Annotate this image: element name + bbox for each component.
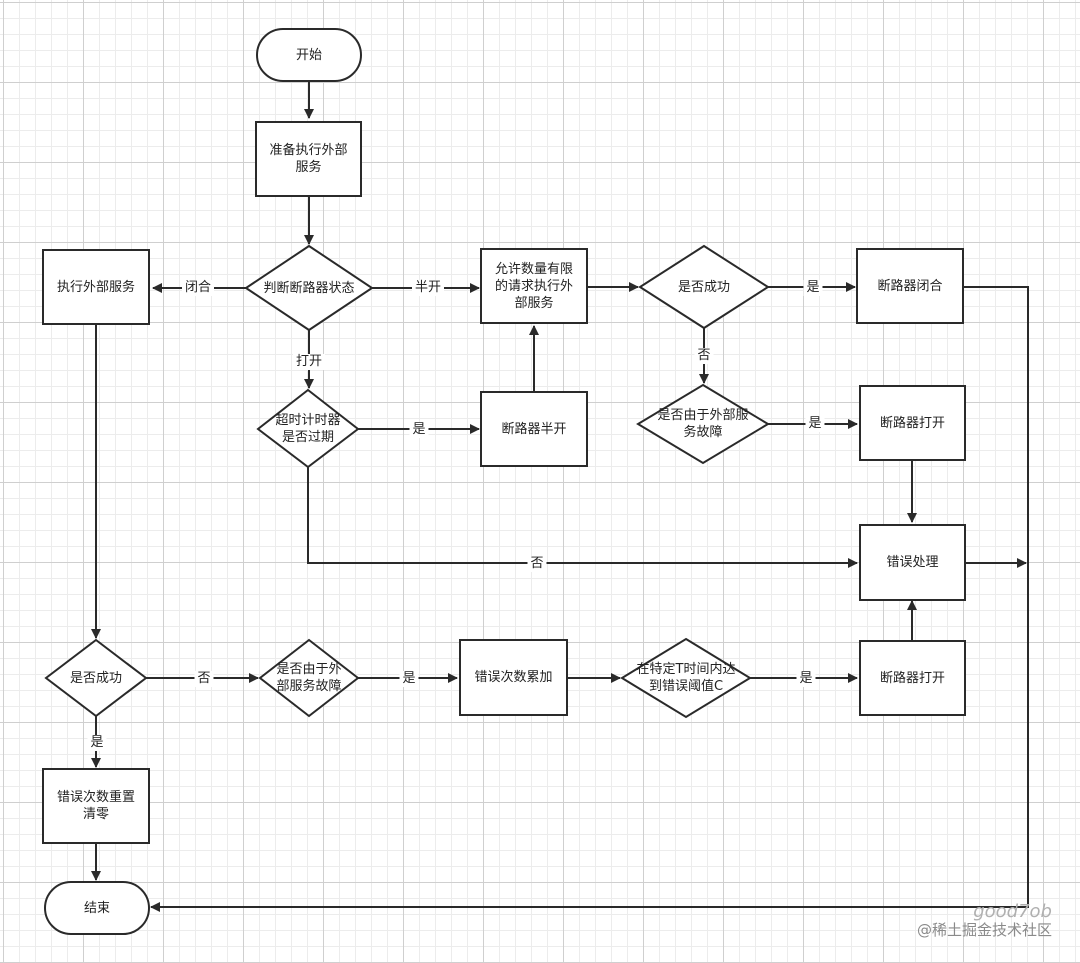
edge-label-yes-threshold: 是 [796, 671, 816, 687]
threshold-label: 在特定T时间内达 到错误阈值C [636, 662, 736, 694]
prepare-node: 准备执行外部 服务 [255, 121, 362, 197]
is-success-top-node: 是否成功 [640, 246, 768, 328]
threshold-node: 在特定T时间内达 到错误阈值C [622, 639, 750, 717]
breaker-open-top-label: 断路器打开 [879, 415, 945, 431]
allow-limited-label: 允许数量有限 的请求执行外 部服务 [494, 261, 573, 311]
reset-count-node: 错误次数重置 清零 [42, 768, 150, 844]
ext-fault-top-node: 是否由于外部服 务故障 [638, 385, 768, 463]
allow-limited-node: 允许数量有限 的请求执行外 部服务 [480, 248, 588, 324]
is-success-bottom-node: 是否成功 [46, 640, 146, 716]
breaker-open-top-node: 断路器打开 [859, 385, 966, 461]
edge-label-no-bottom: 否 [194, 671, 214, 687]
error-count-add-label: 错误次数累加 [474, 670, 553, 685]
ext-fault-bottom-node: 是否由于外 部服务故障 [260, 640, 358, 716]
edge-label-yes-success-bottom: 是 [87, 735, 107, 751]
ext-fault-top-diamond [636, 383, 770, 465]
edge-label-no-timer: 否 [527, 556, 547, 572]
edge-label-half: 半开 [411, 280, 445, 296]
edge-label-yes-fault-top: 是 [805, 416, 825, 432]
start-label: 开始 [295, 47, 322, 63]
edge-timer-error [307, 467, 858, 568]
edge-label-closed: 闭合 [181, 280, 215, 296]
is-success-bottom-label: 是否成功 [69, 670, 122, 686]
prepare-label: 准备执行外部 服务 [269, 143, 348, 175]
edge-label-no-top: 否 [694, 348, 714, 364]
judge-state-node: 判断断路器状态 [246, 246, 372, 330]
edges [91, 81, 1029, 912]
edge-close-right [150, 286, 1029, 912]
edge-label-yes-close: 是 [803, 280, 823, 296]
breaker-open-bottom-node: 断路器打开 [859, 640, 966, 716]
end-node: 结束 [44, 881, 150, 935]
exec-service-node: 执行外部服务 [42, 249, 150, 325]
timer-expired-label: 超时计时器 是否过期 [275, 412, 341, 445]
breaker-close-label: 断路器闭合 [877, 278, 943, 294]
error-count-add-node: 错误次数累加 [459, 639, 568, 716]
timer-expired-node: 超时计时器 是否过期 [258, 390, 358, 467]
ext-fault-top-label: 是否由于外部服 务故障 [657, 408, 749, 440]
start-node: 开始 [256, 28, 362, 82]
edge-label-open: 打开 [292, 354, 326, 370]
ext-fault-bottom-label: 是否由于外 部服务故障 [276, 662, 342, 694]
threshold-diamond [620, 637, 752, 719]
judge-state-label: 判断断路器状态 [263, 280, 355, 296]
edge-label-yes-timer: 是 [409, 422, 429, 438]
end-label: 结束 [83, 900, 110, 916]
watermark: good7ob @稀土掘金技术社区 [916, 901, 1052, 940]
is-success-top-label: 是否成功 [677, 279, 730, 295]
error-handle-label: 错误处理 [886, 555, 939, 570]
half-open-label: 断路器半开 [501, 421, 567, 437]
watermark-line1: good7ob [973, 901, 1052, 922]
exec-service-label: 执行外部服务 [56, 279, 135, 295]
reset-count-label: 错误次数重置 清零 [56, 790, 135, 822]
breaker-open-bottom-label: 断路器打开 [879, 670, 945, 686]
diamond-shapes [44, 244, 770, 719]
half-open-node: 断路器半开 [480, 391, 588, 467]
ext-fault-bottom-diamond [258, 638, 360, 718]
watermark-line2: @稀土掘金技术社区 [916, 921, 1052, 939]
breaker-close-node: 断路器闭合 [856, 248, 964, 324]
error-handle-node: 错误处理 [859, 524, 966, 601]
edge-label-yes-fault-bottom: 是 [399, 671, 419, 687]
